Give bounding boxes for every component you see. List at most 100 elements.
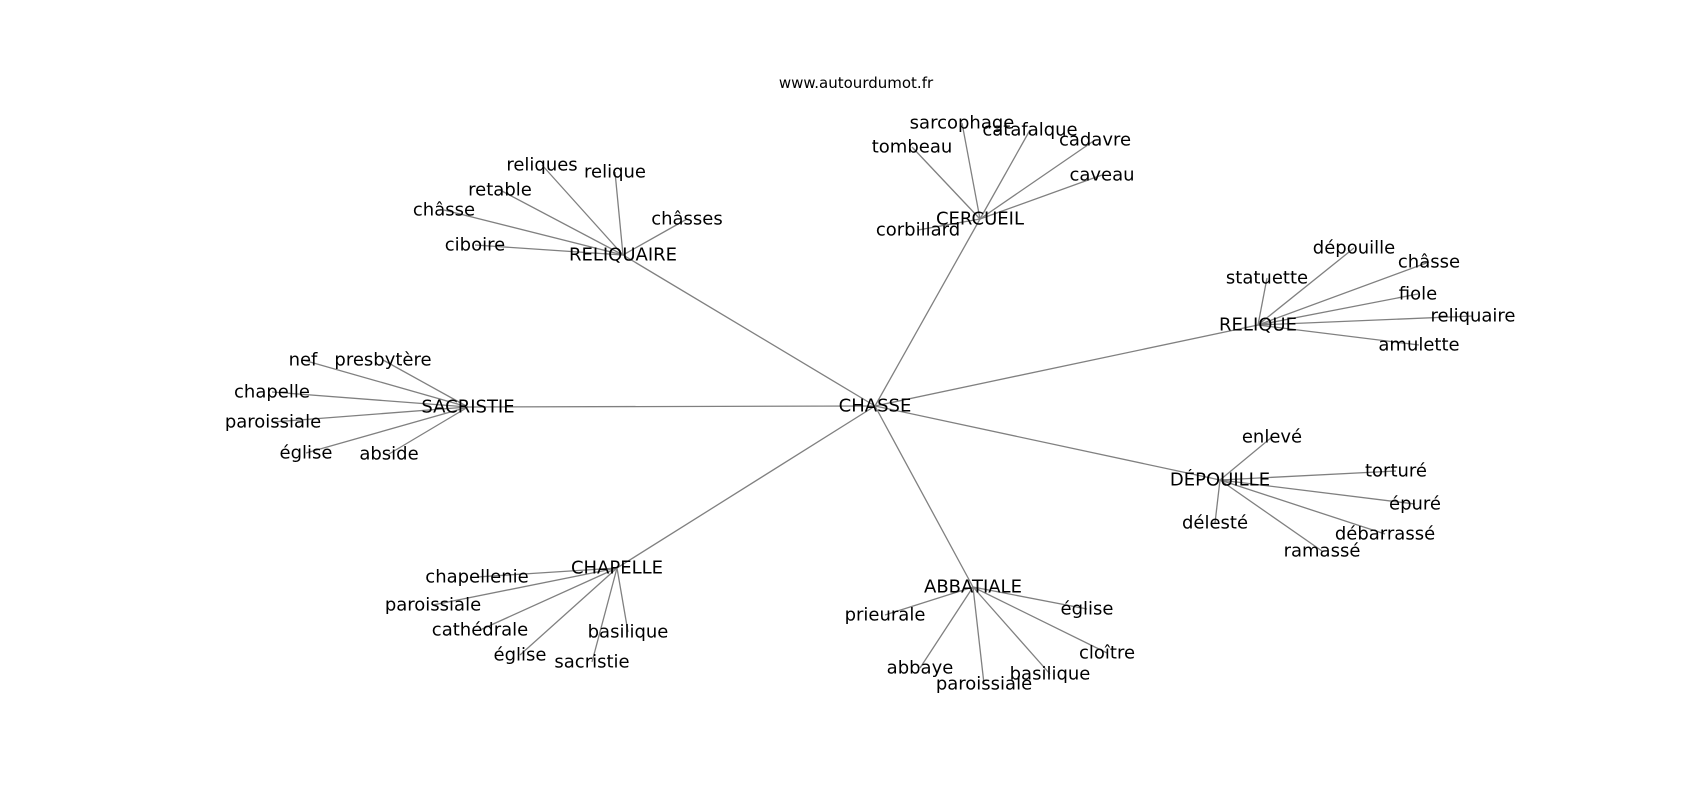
edge-cercueil-cadavre: [979, 139, 1096, 220]
edge-depouille-torture: [1219, 470, 1397, 481]
edge-depouille-epure: [1219, 479, 1416, 505]
edge-chapelle-basilique: [616, 567, 629, 633]
leaf-node-sacristie-abside: abside: [359, 444, 418, 465]
edge-sacristie-eglise: [305, 406, 469, 454]
edge-sacristie-abside: [388, 406, 469, 455]
leaf-node-sacristie-chapelle: chapelle: [234, 382, 310, 403]
hub-node-depouille: DÉPOUILLE: [1170, 469, 1270, 491]
hub-node-chapelle: CHAPELLE: [571, 558, 663, 579]
leaf-node-cercueil-cadavre: cadavre: [1059, 130, 1131, 151]
leaf-node-reliquaire-relique: relique: [584, 162, 646, 183]
edge-relique-chasse: [1257, 261, 1430, 326]
hub-node-relique: RELIQUE: [1219, 315, 1297, 336]
edge-sacristie-paroissiale: [272, 406, 469, 423]
leaf-node-sacristie-eglise: église: [280, 443, 333, 464]
edge-relique-depouille: [1257, 247, 1355, 326]
leaf-node-depouille-torture: torturé: [1365, 461, 1427, 482]
edge-center-abbatiale: [874, 405, 974, 588]
leaf-node-sacristie-nef: nef: [289, 350, 318, 371]
edge-cercueil-sarcophage: [961, 122, 981, 220]
leaf-node-sacristie-paroissiale: paroissiale: [225, 412, 321, 433]
edge-sacristie-chapelle: [271, 391, 469, 408]
leaf-node-relique-chasse: châsse: [1398, 252, 1460, 273]
edge-abbatiale-prieurale: [884, 586, 974, 616]
edge-cercueil-catafalque: [979, 129, 1031, 220]
leaf-node-relique-reliquaire: reliquaire: [1430, 306, 1515, 327]
hub-node-abbatiale: ABBATIALE: [924, 577, 1022, 598]
hub-node-cercueil: CERCUEIL: [936, 209, 1024, 230]
leaf-node-relique-statuette: statuette: [1226, 268, 1308, 289]
edge-reliquaire-relique: [614, 171, 624, 256]
leaf-node-sacristie-presbytere: presbytère: [334, 350, 431, 371]
leaf-node-abbatiale-prieurale: prieurale: [845, 605, 926, 626]
edge-cercueil-corbillard: [917, 218, 981, 231]
leaf-node-chapelle-paroissiale: paroissiale: [385, 595, 481, 616]
edge-depouille-enleve: [1219, 436, 1273, 481]
leaf-node-abbatiale-paroissiale: paroissiale: [936, 674, 1032, 695]
leaf-node-relique-fiole: fiole: [1399, 284, 1437, 305]
leaf-node-relique-depouille: dépouille: [1313, 238, 1395, 259]
edge-reliquaire-chasse: [443, 209, 624, 256]
edge-abbatiale-basilique: [972, 586, 1051, 675]
edge-reliquaire-chasses: [622, 218, 688, 256]
leaf-node-reliquaire-ciboire: ciboire: [445, 235, 505, 256]
edge-chapelle-chapellenie: [476, 567, 618, 578]
leaf-node-depouille-enleve: enlevé: [1242, 427, 1302, 448]
leaf-node-depouille-epure: épuré: [1389, 494, 1441, 515]
edge-relique-fiole: [1257, 293, 1419, 326]
leaf-node-cercueil-tombeau: tombeau: [872, 137, 953, 158]
leaf-node-depouille-ramasse: ramassé: [1284, 541, 1361, 562]
leaf-node-relique-amulette: amulette: [1378, 335, 1459, 356]
edge-abbatiale-cloitre: [972, 586, 1108, 654]
edge-chapelle-cathedrale: [479, 567, 618, 631]
edge-center-sacristie: [467, 405, 876, 408]
leaf-node-depouille-deleste: délesté: [1182, 513, 1248, 534]
leaf-node-abbatiale-abbaye: abbaye: [887, 658, 954, 679]
edge-depouille-debarrasse: [1219, 479, 1386, 535]
edge-abbatiale-abbaye: [919, 586, 974, 669]
leaf-node-cercueil-sarcophage: sarcophage: [910, 113, 1015, 134]
hub-node-sacristie: SACRISTIE: [421, 397, 514, 418]
edge-center-relique: [874, 324, 1259, 407]
edge-relique-reliquaire: [1257, 315, 1474, 326]
edge-cercueil-tombeau: [911, 146, 981, 220]
edge-sacristie-presbytere: [382, 359, 469, 408]
leaf-node-reliquaire-retable: retable: [468, 180, 532, 201]
leaf-node-chapelle-eglise: église: [494, 645, 547, 666]
edge-chapelle-paroissiale: [432, 567, 618, 606]
edge-depouille-deleste: [1214, 479, 1221, 524]
edge-relique-amulette: [1257, 324, 1420, 346]
hub-node-reliquaire: RELIQUAIRE: [569, 245, 677, 266]
edge-depouille-ramasse: [1219, 479, 1323, 552]
leaf-node-cercueil-corbillard: corbillard: [876, 220, 960, 241]
edge-center-cercueil: [874, 218, 981, 407]
leaf-node-chapelle-basilique: basilique: [588, 622, 669, 643]
leaf-node-abbatiale-cloitre: cloître: [1079, 643, 1135, 664]
leaf-node-reliquaire-chasse: châsse: [413, 200, 475, 221]
source-url: www.autourdumot.fr: [779, 74, 934, 92]
edge-chapelle-sacristie: [591, 567, 618, 663]
edge-abbatiale-eglise: [972, 586, 1088, 610]
leaf-node-abbatiale-basilique: basilique: [1010, 664, 1091, 685]
edge-sacristie-nef: [302, 359, 469, 408]
edge-abbatiale-paroissiale: [972, 586, 985, 685]
edge-reliquaire-reliques: [541, 164, 624, 256]
edge-chapelle-eglise: [519, 567, 618, 656]
edge-cercueil-caveau: [979, 174, 1103, 220]
edge-center-depouille: [874, 405, 1221, 481]
graph-edges: [271, 122, 1474, 685]
edge-relique-statuette: [1257, 277, 1268, 326]
center-node: CHASSE: [839, 396, 912, 417]
leaf-node-cercueil-caveau: caveau: [1069, 165, 1134, 186]
leaf-node-chapelle-chapellenie: chapellenie: [425, 567, 528, 588]
leaf-node-reliquaire-chasses: châsses: [651, 209, 723, 230]
edge-reliquaire-retable: [499, 189, 624, 256]
leaf-node-reliquaire-reliques: reliques: [506, 155, 577, 176]
edge-reliquaire-ciboire: [474, 244, 624, 256]
edge-center-reliquaire: [622, 254, 876, 407]
edge-center-chapelle: [616, 405, 876, 569]
leaf-node-chapelle-sacristie: sacristie: [554, 652, 629, 673]
leaf-node-cercueil-catafalque: catafalque: [982, 120, 1077, 141]
